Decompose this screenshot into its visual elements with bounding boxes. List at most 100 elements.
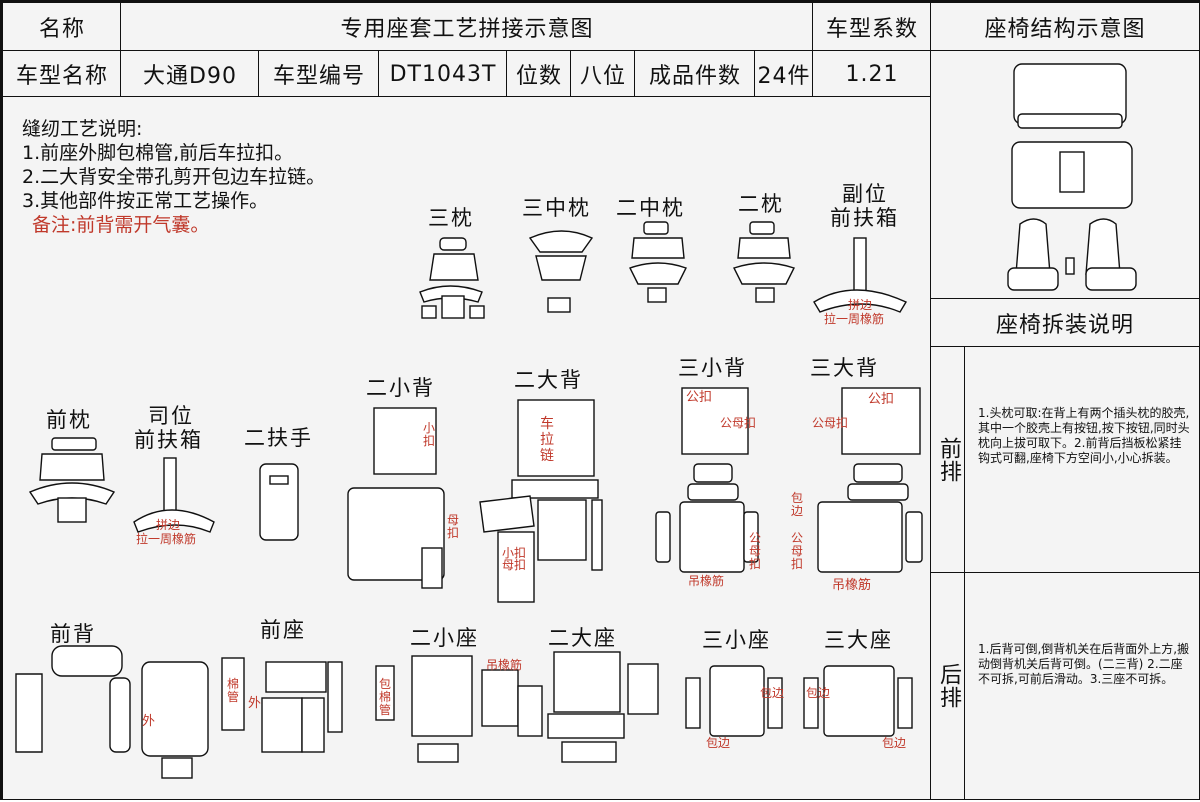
front-seat-pieces	[221, 657, 343, 753]
note-edging-d: 包边	[882, 736, 907, 750]
note-hang-elastic-3: 吊橡筋	[486, 658, 523, 672]
note-zipper: 车拉链	[540, 416, 554, 464]
name-label-cell: 名称	[2, 2, 122, 52]
note-hang-elastic-2: 吊橡筋	[832, 578, 872, 593]
seats-label: 位数	[515, 64, 562, 89]
coef-label: 车型系数	[825, 17, 918, 42]
label-front-back: 前背	[50, 622, 96, 646]
sewing-title: 缝纫工艺说明:	[22, 118, 143, 140]
label-third-small-back: 三小背	[678, 356, 747, 380]
second-armrest-pieces	[259, 463, 299, 541]
front-headrest-pieces	[28, 437, 116, 523]
second-small-back-pieces	[347, 407, 445, 589]
passenger-armrest-pieces	[813, 237, 908, 313]
label-second-large-seat: 二大座	[548, 626, 617, 650]
sewing-step-2: 2.二大背安全带孔剪开包边车拉链。	[22, 166, 326, 188]
front-row-label-cell: 前排	[930, 346, 966, 574]
rear-row-label: 后排	[936, 663, 961, 709]
label-second-small-back: 二小背	[366, 376, 435, 400]
note-edging-c: 包边	[706, 736, 731, 750]
label-driver-armrest-1: 司位	[148, 404, 194, 428]
seats-value: 八位	[579, 64, 626, 89]
model-name: 大通D90	[143, 64, 237, 89]
front-row-text-cell	[964, 346, 1200, 574]
model-code-cell: DT1043T	[378, 50, 508, 98]
sewing-remark: 备注:前背需开气囊。	[32, 214, 210, 236]
third-mid-headrest-pieces	[528, 230, 594, 313]
note-female-buckle-h: 母扣	[502, 558, 527, 572]
note-outer-front-seat: 外	[248, 696, 262, 711]
second-mid-headrest-pieces	[629, 221, 687, 303]
note-female-buckle: 母扣	[446, 513, 459, 540]
third-headrest-pieces	[419, 237, 485, 319]
note-hang-elastic: 吊橡筋	[688, 574, 725, 588]
front-row-label: 前排	[936, 437, 961, 483]
note-male-female-buckle-v: 公母扣	[748, 531, 761, 571]
note-small-buckle: 小扣	[422, 421, 435, 448]
note-male-female-buckle: 公母扣	[720, 416, 757, 430]
label-second-mid-headrest: 二中枕	[616, 196, 685, 220]
model-name-label-cell: 车型名称	[2, 50, 122, 98]
second-small-seat-pieces	[375, 655, 519, 763]
model-code: DT1043T	[389, 61, 497, 87]
label-third-headrest: 三枕	[428, 206, 474, 230]
note-outer-front-back: 外	[142, 714, 156, 729]
label-second-large-back: 二大背	[514, 368, 583, 392]
label-third-large-seat: 三大座	[824, 628, 893, 652]
label-passenger-armrest-2: 前扶箱	[830, 206, 899, 230]
third-small-seat-pieces	[685, 665, 783, 737]
third-small-back-pieces	[655, 387, 759, 573]
model-name-cell: 大通D90	[120, 50, 260, 98]
second-large-back-pieces	[479, 399, 603, 603]
front-row-text: 1.头枕可取:在背上有两个插头枕的胶壳,其中一个胶壳上有按钮,按下按钮,同时头枕…	[978, 406, 1190, 465]
disassembly-title-cell: 座椅拆装说明	[930, 298, 1200, 348]
note-male-female-buckle-v2: 公母扣	[790, 531, 803, 571]
name-label: 名称	[38, 17, 85, 42]
pieces-value: 24件	[757, 64, 811, 89]
note-edging-v: 包边	[790, 491, 803, 518]
note-elastic-passenger: 拉一周橡筋	[824, 312, 885, 326]
third-large-back-pieces	[817, 387, 923, 573]
third-large-seat-pieces	[803, 665, 913, 737]
diagram-title: 专用座套工艺拼接示意图	[340, 17, 594, 42]
note-male-buckle-2: 公扣	[868, 392, 895, 407]
structure-title-cell: 座椅结构示意图	[930, 2, 1200, 52]
front-back-pieces	[15, 645, 209, 779]
pieces-label: 成品件数	[648, 64, 741, 89]
label-third-small-seat: 三小座	[702, 628, 771, 652]
label-front-headrest: 前枕	[46, 408, 92, 432]
second-large-seat-pieces	[517, 651, 659, 763]
coef-label-cell: 车型系数	[812, 2, 932, 52]
note-male-buckle: 公扣	[686, 390, 713, 405]
rear-row-text: 1.后背可倒,倒背机关在后背面外上方,搬动倒背机关后背可倒。(二三背) 2.二座…	[978, 642, 1190, 686]
seats-cell: 八位	[570, 50, 636, 98]
rear-row-label-cell: 后排	[930, 572, 966, 800]
label-driver-armrest-2: 前扶箱	[134, 428, 203, 452]
note-cotton-tube: 棉管	[226, 677, 239, 704]
label-second-headrest: 二枕	[738, 192, 784, 216]
note-elastic-driver: 拉一周橡筋	[136, 532, 197, 546]
seats-label-cell: 位数	[506, 50, 572, 98]
driver-armrest-pieces	[133, 457, 215, 533]
label-second-small-seat: 二小座	[410, 626, 479, 650]
label-front-seat: 前座	[260, 618, 306, 642]
note-edging-b: 包边	[806, 686, 831, 700]
note-edging-a: 包边	[760, 686, 785, 700]
sewing-step-1: 1.前座外脚包棉管,前后车拉扣。	[22, 142, 294, 164]
seat-structure-figure	[1007, 63, 1137, 291]
note-edging-tube: 包棉管	[378, 677, 391, 717]
second-headrest-pieces	[733, 221, 795, 303]
note-male-female-buckle-2: 公母扣	[812, 416, 849, 430]
disassembly-title: 座椅拆装说明	[995, 313, 1134, 338]
label-second-armrest: 二扶手	[244, 426, 313, 450]
label-third-large-back: 三大背	[810, 356, 879, 380]
note-seam-driver: 拼边	[156, 518, 181, 532]
note-small-buckle-h: 小扣	[502, 546, 527, 560]
label-passenger-armrest-1: 副位	[842, 182, 888, 206]
note-seam-passenger: 拼边	[848, 298, 873, 312]
sewing-step-3: 3.其他部件按正常工艺操作。	[22, 190, 269, 212]
model-name-label: 车型名称	[15, 64, 108, 89]
structure-title: 座椅结构示意图	[984, 17, 1146, 42]
